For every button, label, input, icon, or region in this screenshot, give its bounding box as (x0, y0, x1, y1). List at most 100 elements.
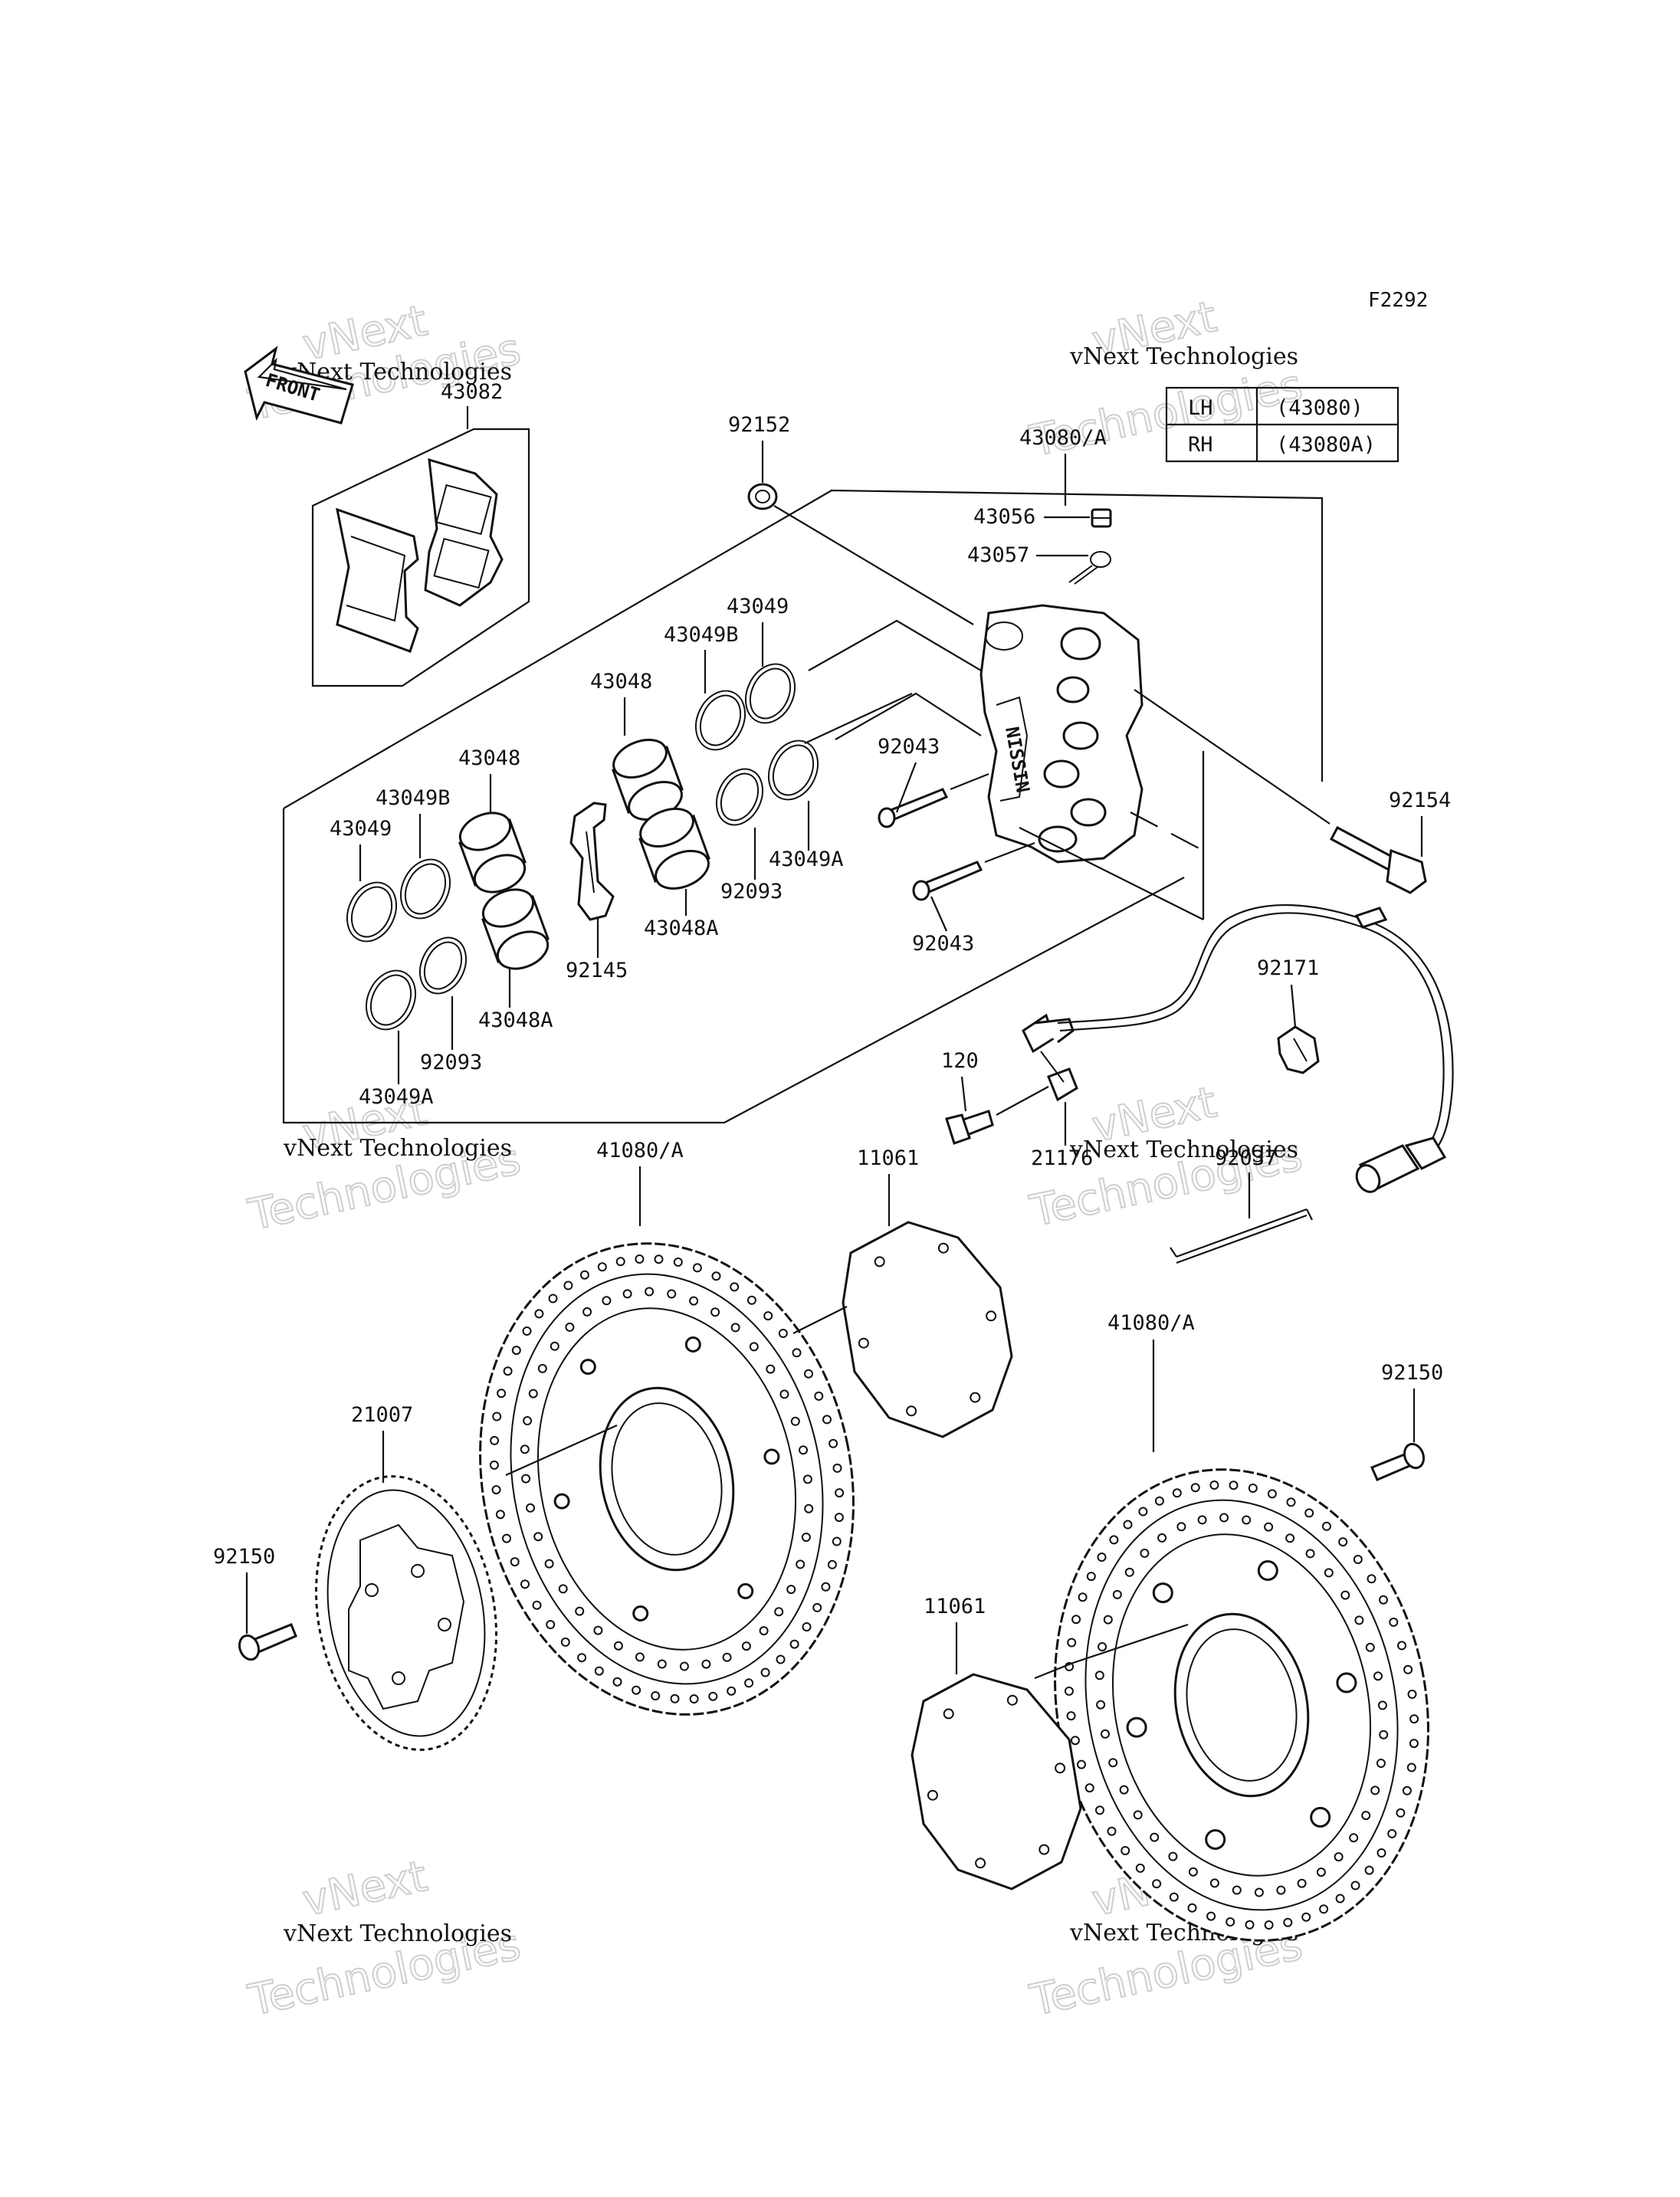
svg-text:43049A: 43049A (359, 1085, 434, 1109)
hole (550, 1341, 559, 1351)
hole (1219, 1513, 1229, 1523)
hole (1070, 1736, 1080, 1746)
hole (1349, 1833, 1359, 1843)
hole (602, 1296, 612, 1306)
hole (722, 1652, 732, 1662)
hole (779, 1389, 789, 1399)
svg-text:92150: 92150 (1381, 1361, 1443, 1385)
hole (1354, 1615, 1364, 1625)
hole (1365, 1642, 1375, 1652)
wire-clip-icon (1170, 1208, 1313, 1264)
wire-clamp-icon (1277, 1025, 1320, 1074)
callout-43048a-mid: 43048A (644, 889, 719, 940)
hole (635, 1254, 645, 1264)
svg-text:vNext Technologies: vNext Technologies (1069, 343, 1298, 370)
abs-rotor-icon (315, 1475, 497, 1751)
hole (532, 1600, 542, 1610)
front-arrow-icon: FRONT (244, 346, 354, 425)
hole (1248, 1484, 1258, 1493)
sensor-screw-icon (945, 1110, 994, 1145)
svg-text:43057: 43057 (967, 543, 1029, 567)
hole (1119, 1785, 1129, 1795)
hole (1086, 1572, 1096, 1582)
hole (927, 1789, 938, 1801)
svg-text:21007: 21007 (351, 1403, 413, 1427)
hole (746, 1295, 756, 1305)
hole (520, 1579, 530, 1589)
piston-43048a-mid-icon (638, 808, 710, 890)
hole (1150, 1832, 1160, 1842)
callout-92093-mid: 92093 (720, 828, 783, 903)
svg-text:92171: 92171 (1257, 956, 1319, 980)
hole (1154, 1496, 1164, 1506)
hole (594, 1666, 604, 1676)
hole (1190, 1483, 1200, 1493)
bleeder-valve-icon (1091, 508, 1112, 528)
hole (1123, 1520, 1133, 1530)
hole (582, 1307, 592, 1317)
hole (1283, 1917, 1293, 1927)
hole (1264, 1920, 1274, 1930)
hole (970, 1392, 981, 1403)
hole (763, 1448, 780, 1465)
callout-43049a-left: 43049A (359, 1031, 434, 1109)
hole (1107, 1826, 1117, 1836)
hole (1077, 1759, 1086, 1769)
hole (673, 1258, 683, 1267)
callout-92093-left: 92093 (420, 996, 482, 1074)
hole (1310, 1806, 1331, 1828)
hole (1172, 1488, 1182, 1498)
hole (1232, 1885, 1242, 1895)
caliper-mount-bolt-icon (1329, 825, 1427, 894)
callout-43048-top: 43048 (590, 670, 652, 736)
hole (1152, 1879, 1162, 1889)
hole (1229, 1481, 1239, 1490)
hole (822, 1415, 832, 1425)
watermark-bottom-left: Technologies vNext vNext Technologies (243, 1851, 525, 2027)
hole (834, 1513, 844, 1523)
hole (1152, 1582, 1173, 1604)
hole (1064, 1686, 1074, 1696)
hole (692, 1263, 702, 1273)
seal-43049-left-icon (346, 881, 398, 943)
hole (612, 1677, 622, 1687)
svg-text:92154: 92154 (1389, 789, 1451, 812)
hole (1285, 1533, 1295, 1543)
hole (1336, 1672, 1357, 1694)
figure-code: F2292 (1368, 289, 1428, 312)
hole (657, 1659, 667, 1669)
hole (975, 1858, 986, 1869)
svg-text:92150: 92150 (213, 1545, 275, 1569)
hole (1340, 1590, 1350, 1600)
hole (1324, 1568, 1334, 1578)
hole (986, 1310, 997, 1322)
hole (1257, 1560, 1278, 1581)
hole (1098, 1642, 1107, 1651)
hole (943, 1708, 954, 1720)
hole (1301, 1912, 1311, 1922)
svg-text:92037: 92037 (1215, 1146, 1277, 1170)
hole (711, 1271, 721, 1281)
watermark-top-left: Technologies vNext vNext Technologies (243, 295, 525, 431)
hole (1138, 1507, 1148, 1517)
hole (548, 1294, 558, 1303)
callout-11061-bottom: 11061 (924, 1595, 986, 1674)
callout-21007: 21007 (351, 1403, 413, 1483)
hole (821, 1582, 831, 1592)
shim-top-icon (842, 1221, 1013, 1438)
callout-41080a-right: 41080/A (1107, 1311, 1195, 1452)
callout-41080a-left: 41080/A (596, 1139, 684, 1226)
hole (741, 1641, 751, 1651)
hole (1071, 1615, 1081, 1625)
abs-sensor-icon (1022, 904, 1454, 1193)
table-rh-part: (43080A) (1276, 433, 1376, 457)
callout-43049a-right: 43049A (769, 801, 844, 871)
hole (670, 1694, 680, 1703)
callout-43048a-left: 43048A (478, 967, 553, 1032)
hole (679, 1661, 689, 1671)
piston-43048-left-icon (458, 812, 527, 894)
hole (667, 1289, 677, 1299)
hole (1389, 1617, 1399, 1627)
hole (1367, 1574, 1376, 1584)
hole (760, 1667, 770, 1677)
